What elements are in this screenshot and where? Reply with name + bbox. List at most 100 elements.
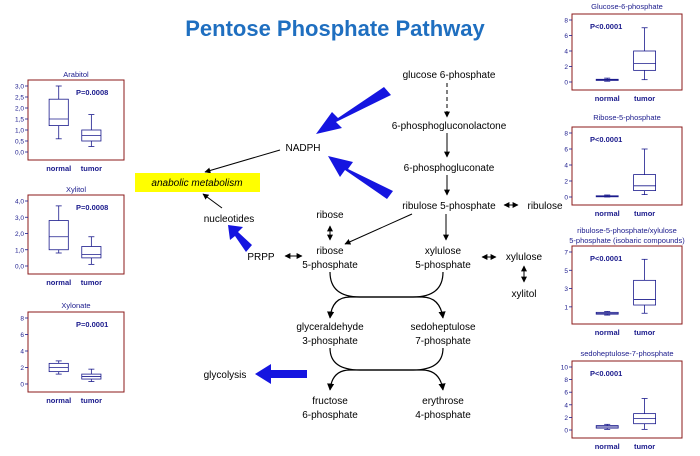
blue-arrow-prpp-nucleotides [228,225,252,252]
y-tick-label: 4 [564,163,568,170]
y-tick-label: 2,0 [15,231,24,238]
node-sedoheptulose-7-phosphate-line2: 7-phosphate [415,336,471,347]
node-xylulose: xylulose [506,252,543,263]
y-tick-label: 1,0 [15,128,24,135]
node-nucleotides: nucleotides [204,214,255,225]
y-tick-label: 2 [564,415,568,422]
node-fructose-6-phosphate-line2: 6-phosphate [302,410,358,421]
y-tick-label: 6 [564,33,568,40]
node-glycolysis: glycolysis [204,370,247,381]
p-value-label: P<0.0001 [590,22,622,31]
node-glucose-6-phosphate: glucose 6-phosphate [403,70,496,81]
y-tick-label: 0 [564,195,568,202]
p-value-label: P<0.0001 [590,135,622,144]
node-nadph: NADPH [285,143,320,154]
panel-title: ribulose-5-phosphate/xylulose [577,226,677,235]
p-value-label: P=0.0001 [76,320,108,329]
p-value-label: P=0.0008 [76,203,108,212]
x-category-label: tumor [634,94,655,103]
x-category-label: tumor [81,396,102,405]
y-tick-label: 2 [20,365,24,372]
figure-title: Pentose Phosphate Pathway [185,16,485,41]
x-category-label: normal [595,209,620,218]
y-tick-label: 8 [20,316,24,323]
blue-arrow-ribulose5p-nadph [328,156,393,199]
p-value-label: P=0.0008 [76,88,108,97]
node-ribulose-5-phosphate: ribulose 5-phosphate [402,201,496,212]
y-tick-label: 4 [564,402,568,409]
y-tick-label: 1,0 [15,247,24,254]
box-iqr-tumor [633,279,656,306]
y-tick-label: 8 [564,18,568,25]
x-category-label: tumor [81,278,102,287]
node-xylulose-5-phosphate-line1: xylulose [425,246,462,257]
arrow-transaldolase-right [327,347,444,391]
node-xylitol: xylitol [511,289,536,300]
y-tick-label: 6 [564,390,568,397]
panel-frame [571,13,683,91]
arrow-transketolase-1-right [327,271,444,319]
x-category-label: normal [46,164,71,173]
node-sedoheptulose-7-phosphate-line1: sedoheptulose [410,322,475,333]
y-tick-label: 8 [564,131,568,138]
blue-arrow-glycolysis [255,364,307,384]
panel-subtitle: 5-phosphate (isobaric compounds) [569,236,685,245]
panel-title: Arabitol [63,70,89,79]
y-tick-label: 8 [564,377,568,384]
panel-frame [571,360,683,439]
panel-title: sedoheptulose-7-phosphate [581,349,674,358]
box-iqr-tumor [633,174,656,192]
boxplot-panel: sedoheptulose-7-phosphate1086420P<0.0001… [561,349,683,451]
node-anabolic-metabolism: anabolic metabolism [151,178,242,189]
y-tick-label: 0,0 [15,150,24,157]
anabolic-highlight [135,173,260,192]
node-fructose-6-phosphate-line1: fructose [312,396,348,407]
panel-title: Glucose-6-phosphate [591,2,663,11]
y-tick-label: 5 [564,268,568,275]
y-tick-label: 0 [20,382,24,389]
y-tick-label: 0 [564,80,568,87]
blue-arrows [228,87,393,384]
blue-arrow-g6p-nadph [316,87,391,134]
node-ribose-5-phosphate-line2: 5-phosphate [302,260,358,271]
boxplot-panel: ribulose-5-phosphate/xylulose5-phosphate… [564,226,685,337]
y-tick-label: 1,5 [15,117,24,124]
y-tick-label: 4 [564,49,568,56]
y-tick-label: 0,0 [15,264,24,271]
y-tick-label: 0,5 [15,139,24,146]
y-tick-label: 10 [561,365,569,372]
p-value-label: P<0.0001 [590,254,622,263]
panel-title: Ribose-5-phosphate [593,113,661,122]
y-tick-label: 0 [564,428,568,435]
y-tick-label: 2,0 [15,106,24,113]
panel-frame [27,79,125,161]
y-tick-label: 6 [20,332,24,339]
arrow-ribulose5p-ribose5p [344,213,413,245]
x-category-label: normal [46,396,71,405]
boxplot-panels: Arabitol3,02,52,01,51,00,50,0P=0.0008nor… [15,2,685,451]
panel-frame [27,311,125,393]
boxplot-panel: Glucose-6-phosphate 8 6 4 2 0 P<0.0001 normal tu… [564,2,683,103]
arrow-nadph-anabolic [204,149,281,174]
y-tick-label: 2 [564,179,568,186]
y-tick-label: 3 [564,286,568,293]
y-tick-label: 4,0 [15,199,24,206]
node-erythrose-4-phosphate-line2: 4-phosphate [415,410,471,421]
x-category-label: normal [595,94,620,103]
panel-frame [571,245,683,325]
node-6-phosphogluconolactone: 6-phosphogluconolactone [392,121,507,132]
y-tick-label: 2 [564,64,568,71]
box-iqr-tumor [633,50,656,71]
boxplot-panel: Arabitol3,02,52,01,51,00,50,0P=0.0008nor… [15,70,125,173]
arrow-nucleotides-anabolic [202,193,223,209]
node-erythrose-4-phosphate-line1: erythrose [422,396,464,407]
panel-title: Xylitol [66,185,86,194]
node-ribulose: ribulose [527,201,562,212]
y-tick-label: 2,5 [15,95,24,102]
box-iqr-normal [48,98,69,126]
node-ribose-5-phosphate-line1: ribose [316,246,344,257]
x-category-label: tumor [81,164,102,173]
